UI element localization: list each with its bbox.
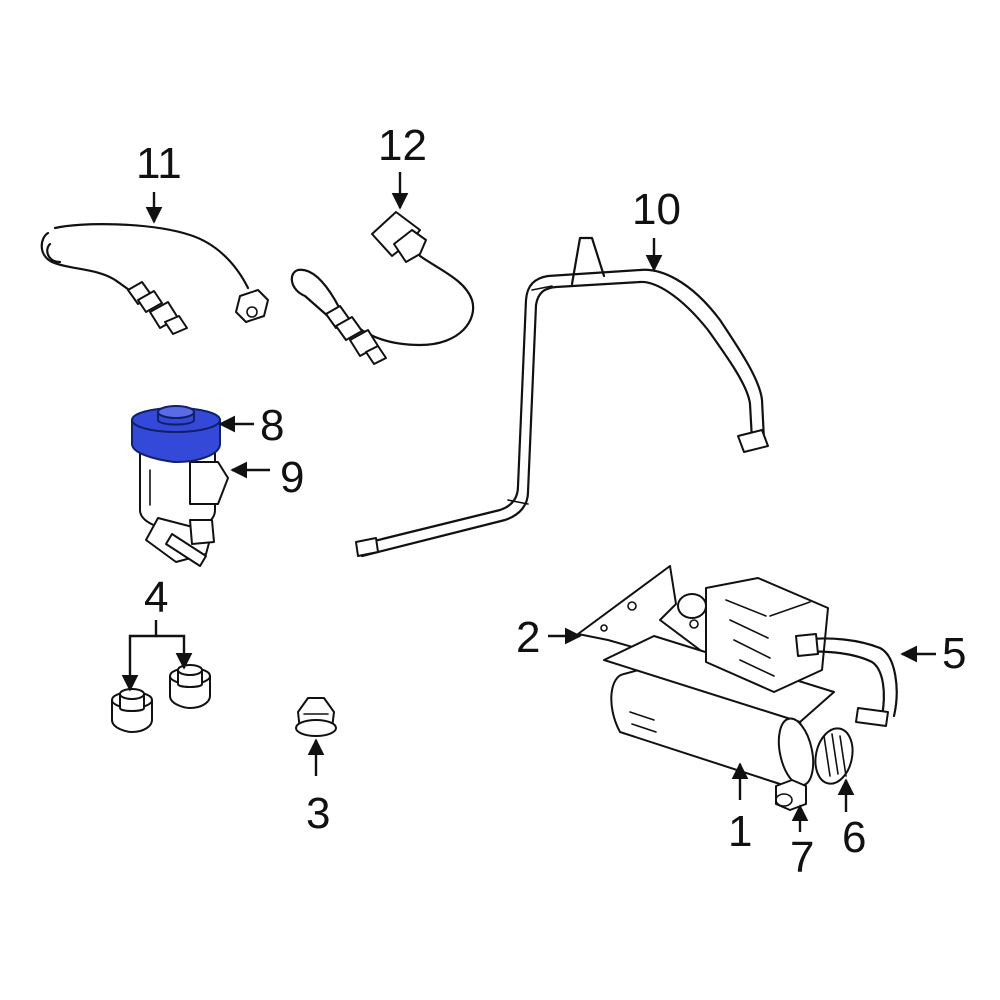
callout-9: 9 xyxy=(280,453,304,502)
callout-5: 5 xyxy=(942,629,966,678)
callout-12: 12 xyxy=(378,121,427,170)
callout-6: 6 xyxy=(842,813,866,862)
part-5-hose[interactable] xyxy=(795,633,898,727)
part-2-bracket[interactable] xyxy=(577,565,701,653)
callout-10: 10 xyxy=(632,185,681,234)
part-4-grommet-left[interactable] xyxy=(111,688,153,733)
callout-4: 4 xyxy=(144,573,168,622)
arrow-4b xyxy=(156,634,193,670)
arrow-4a xyxy=(121,620,158,692)
callout-labels: 11 12 10 8 9 4 3 2 5 1 7 6 xyxy=(136,121,966,882)
part-8-cap[interactable] xyxy=(131,405,221,464)
part-4-grommet-right[interactable] xyxy=(169,664,211,709)
callout-arrows xyxy=(121,172,936,832)
callout-3: 3 xyxy=(306,789,330,838)
callout-7: 7 xyxy=(790,833,814,882)
part-7-fitting[interactable] xyxy=(775,779,807,811)
part-11-oxygen-sensor[interactable] xyxy=(40,223,269,335)
part-12-oxygen-sensor[interactable] xyxy=(290,211,475,365)
part-1-canister[interactable] xyxy=(603,577,835,789)
part-10-vent-hose[interactable] xyxy=(355,236,769,558)
callout-11: 11 xyxy=(136,139,182,188)
callout-1: 1 xyxy=(728,807,752,856)
part-6-filter[interactable] xyxy=(811,725,858,787)
part-3-nut[interactable] xyxy=(295,697,337,737)
part-9-filter-housing[interactable] xyxy=(139,447,229,567)
callout-2: 2 xyxy=(516,613,540,662)
callout-8: 8 xyxy=(260,401,284,450)
